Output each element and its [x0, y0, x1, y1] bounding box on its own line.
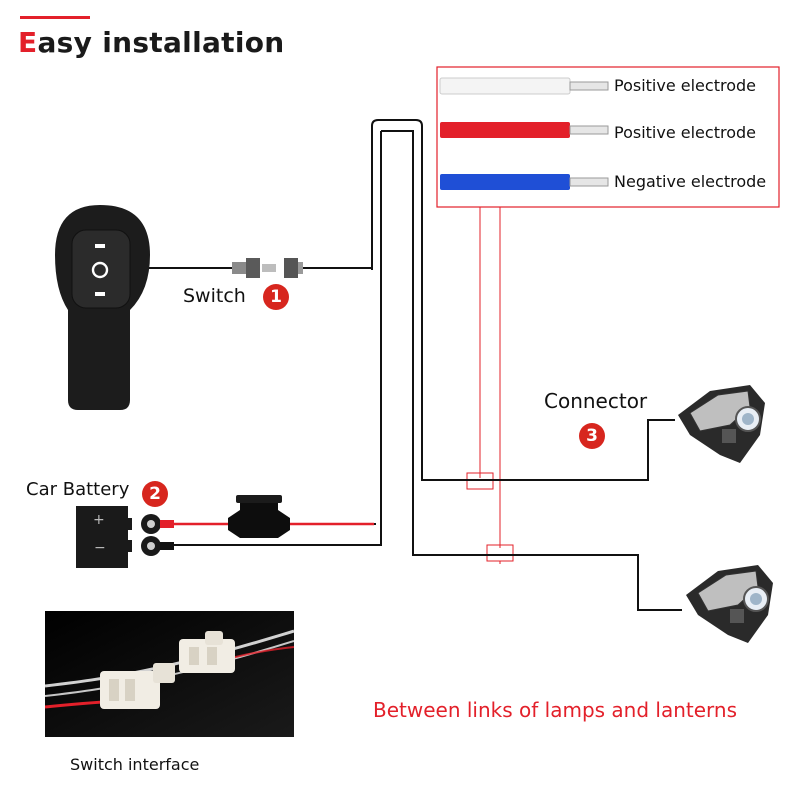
legend-wire-white — [439, 77, 609, 95]
legend-label-white: Positive electrode — [614, 76, 756, 95]
fuse-holder — [228, 495, 290, 538]
battery-minus-sign: − — [94, 540, 106, 556]
battery-plus-sign: + — [93, 512, 105, 528]
car-battery — [76, 506, 174, 568]
title-rest: asy installation — [37, 26, 285, 59]
title-first-letter: E — [18, 26, 38, 59]
red-guide-lines — [466, 207, 514, 564]
lamp-1 — [678, 385, 765, 463]
connector-label: Connector — [544, 389, 648, 413]
page-title: Easy installation — [18, 26, 285, 59]
legend-wire-red — [440, 122, 609, 138]
legend-wire-blue — [440, 174, 609, 190]
legend-label-red: Positive electrode — [614, 123, 756, 142]
switch-label: Switch — [183, 285, 246, 307]
title-accent-bar — [20, 16, 90, 19]
switch-interface-graphic — [45, 611, 294, 737]
switch-interface-photo — [45, 611, 294, 737]
lamp-2 — [686, 565, 773, 643]
legend-label-blue: Negative electrode — [614, 172, 767, 191]
connector-number-badge: 3 — [579, 423, 605, 449]
switch-plug — [232, 258, 303, 278]
battery-label: Car Battery — [26, 479, 130, 500]
switch-interface-caption: Switch interface — [70, 755, 200, 774]
lamps-links-caption: Between links of lamps and lanterns — [373, 698, 738, 722]
switch-number-badge: 1 — [263, 284, 289, 310]
battery-number-badge: 2 — [142, 481, 168, 507]
harness-wires — [148, 119, 682, 611]
legend-box — [436, 66, 780, 208]
rocker-switch — [55, 205, 150, 410]
